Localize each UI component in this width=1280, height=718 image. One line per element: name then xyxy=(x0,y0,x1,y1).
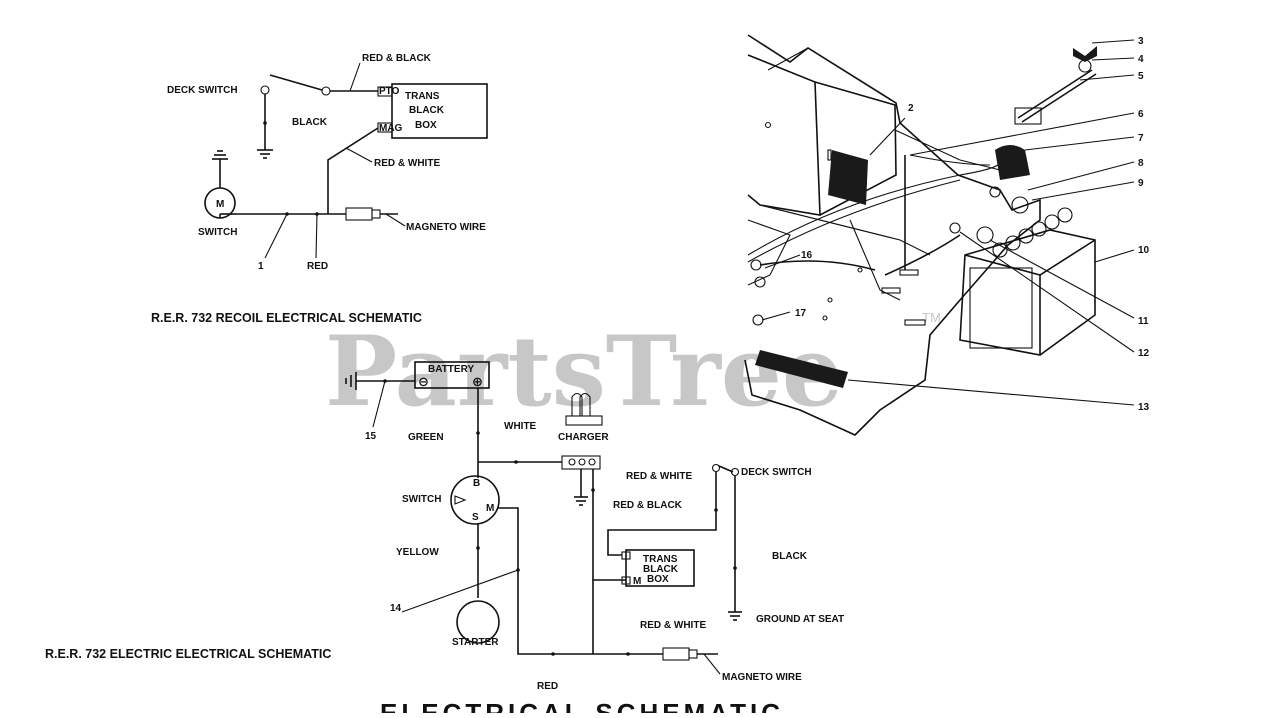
callout-3: 3 xyxy=(1138,36,1144,47)
box-line2: BLACK xyxy=(409,105,445,116)
callout-8: 8 xyxy=(1138,158,1144,169)
charger-plug xyxy=(565,415,603,426)
callout-11: 11 xyxy=(1138,316,1149,327)
battery-neg: ⊖ xyxy=(418,374,429,389)
footer-title-partial: ELECTRICAL SCHEMATIC xyxy=(380,698,784,713)
box2-line1: TRANS xyxy=(643,554,678,565)
callout-6: 6 xyxy=(1138,109,1144,120)
callout-9: 9 xyxy=(1138,178,1144,189)
label-magneto-wire-2: MAGNETO WIRE xyxy=(722,672,802,683)
box-line3: BOX xyxy=(415,120,437,131)
callout-10: 10 xyxy=(1138,245,1150,256)
label-deck-switch-2: DECK SWITCH xyxy=(741,467,812,478)
box-line1: TRANS xyxy=(405,91,440,102)
callout-16: 16 xyxy=(801,250,813,261)
box2-line2: BLACK xyxy=(643,564,679,575)
label-red-black: RED & BLACK xyxy=(362,53,432,64)
watermark: PartsTree TM xyxy=(325,310,941,428)
box2-line3: BOX xyxy=(647,574,669,585)
callout-14: 14 xyxy=(390,603,402,614)
switch-m: M xyxy=(486,503,494,514)
deck-switch-terminal-2 xyxy=(711,463,721,473)
callout-1: 1 xyxy=(258,261,264,272)
switch-b: B xyxy=(473,478,480,489)
label-green: GREEN xyxy=(408,432,444,443)
battery-illustration xyxy=(959,229,1096,356)
callout-4: 4 xyxy=(1138,54,1144,65)
label-deck-switch: DECK SWITCH xyxy=(167,85,238,96)
electric-title: R.E.R. 732 ELECTRIC ELECTRICAL SCHEMATIC xyxy=(45,647,331,661)
callout-17: 17 xyxy=(795,308,807,319)
battery-pos: ⊕ xyxy=(472,374,483,389)
callout-15: 15 xyxy=(365,431,377,442)
motor-m: M xyxy=(216,199,224,210)
label-red-white: RED & WHITE xyxy=(374,158,440,169)
magneto-connector-2 xyxy=(662,647,690,661)
watermark-text: PartsTree xyxy=(325,315,843,428)
label-charger: CHARGER xyxy=(558,432,609,443)
callout-2: 2 xyxy=(908,103,914,114)
parts-illustration: 3 4 5 2 6 7 8 9 10 11 12 13 16 17 xyxy=(744,34,1150,436)
label-ground-at-seat: GROUND AT SEAT xyxy=(756,614,844,625)
trans-black-box-2 xyxy=(625,549,695,587)
label-switch-2: SWITCH xyxy=(402,494,441,505)
electric-schematic: BATTERY ⊖ ⊕ GREEN WHITE CHARGER RED & WH… xyxy=(45,361,844,692)
label-red-2: RED xyxy=(537,681,558,692)
switch-s: S xyxy=(472,512,479,523)
callout-7: 7 xyxy=(1138,133,1144,144)
watermark-tm: TM xyxy=(922,310,941,325)
label-black-2: BLACK xyxy=(772,551,808,562)
trans-black-box xyxy=(391,83,488,139)
callout-5: 5 xyxy=(1138,71,1144,82)
starter-icon xyxy=(456,600,500,644)
ignition-switch-icon xyxy=(450,475,500,525)
recoil-schematic: DECK SWITCH RED & BLACK BLACK RED & WHIT… xyxy=(151,53,488,325)
label-starter: STARTER xyxy=(452,637,499,648)
label-red-white-1: RED & WHITE xyxy=(626,471,692,482)
box-pto: PTO xyxy=(379,86,400,97)
deck-switch-terminal xyxy=(260,85,270,95)
tractor-body xyxy=(744,34,1041,436)
recoil-title: R.E.R. 732 RECOIL ELECTRICAL SCHEMATIC xyxy=(151,311,422,325)
label-battery: BATTERY xyxy=(428,364,474,375)
box-mag: MAG xyxy=(379,123,403,134)
label-white: WHITE xyxy=(504,421,537,432)
label-red: RED xyxy=(307,261,328,272)
label-red-white-2: RED & WHITE xyxy=(640,620,706,631)
label-red-black-2: RED & BLACK xyxy=(613,500,683,511)
callout-12: 12 xyxy=(1138,348,1150,359)
label-yellow: YELLOW xyxy=(396,547,439,558)
label-switch: SWITCH xyxy=(198,227,237,238)
callout-13: 13 xyxy=(1138,402,1150,413)
battery-box xyxy=(414,361,490,389)
label-black: BLACK xyxy=(292,117,328,128)
label-magneto-wire: MAGNETO WIRE xyxy=(406,222,486,233)
box2-m: M xyxy=(633,576,641,587)
charger-connector xyxy=(561,455,601,470)
magneto-connector xyxy=(345,207,373,221)
